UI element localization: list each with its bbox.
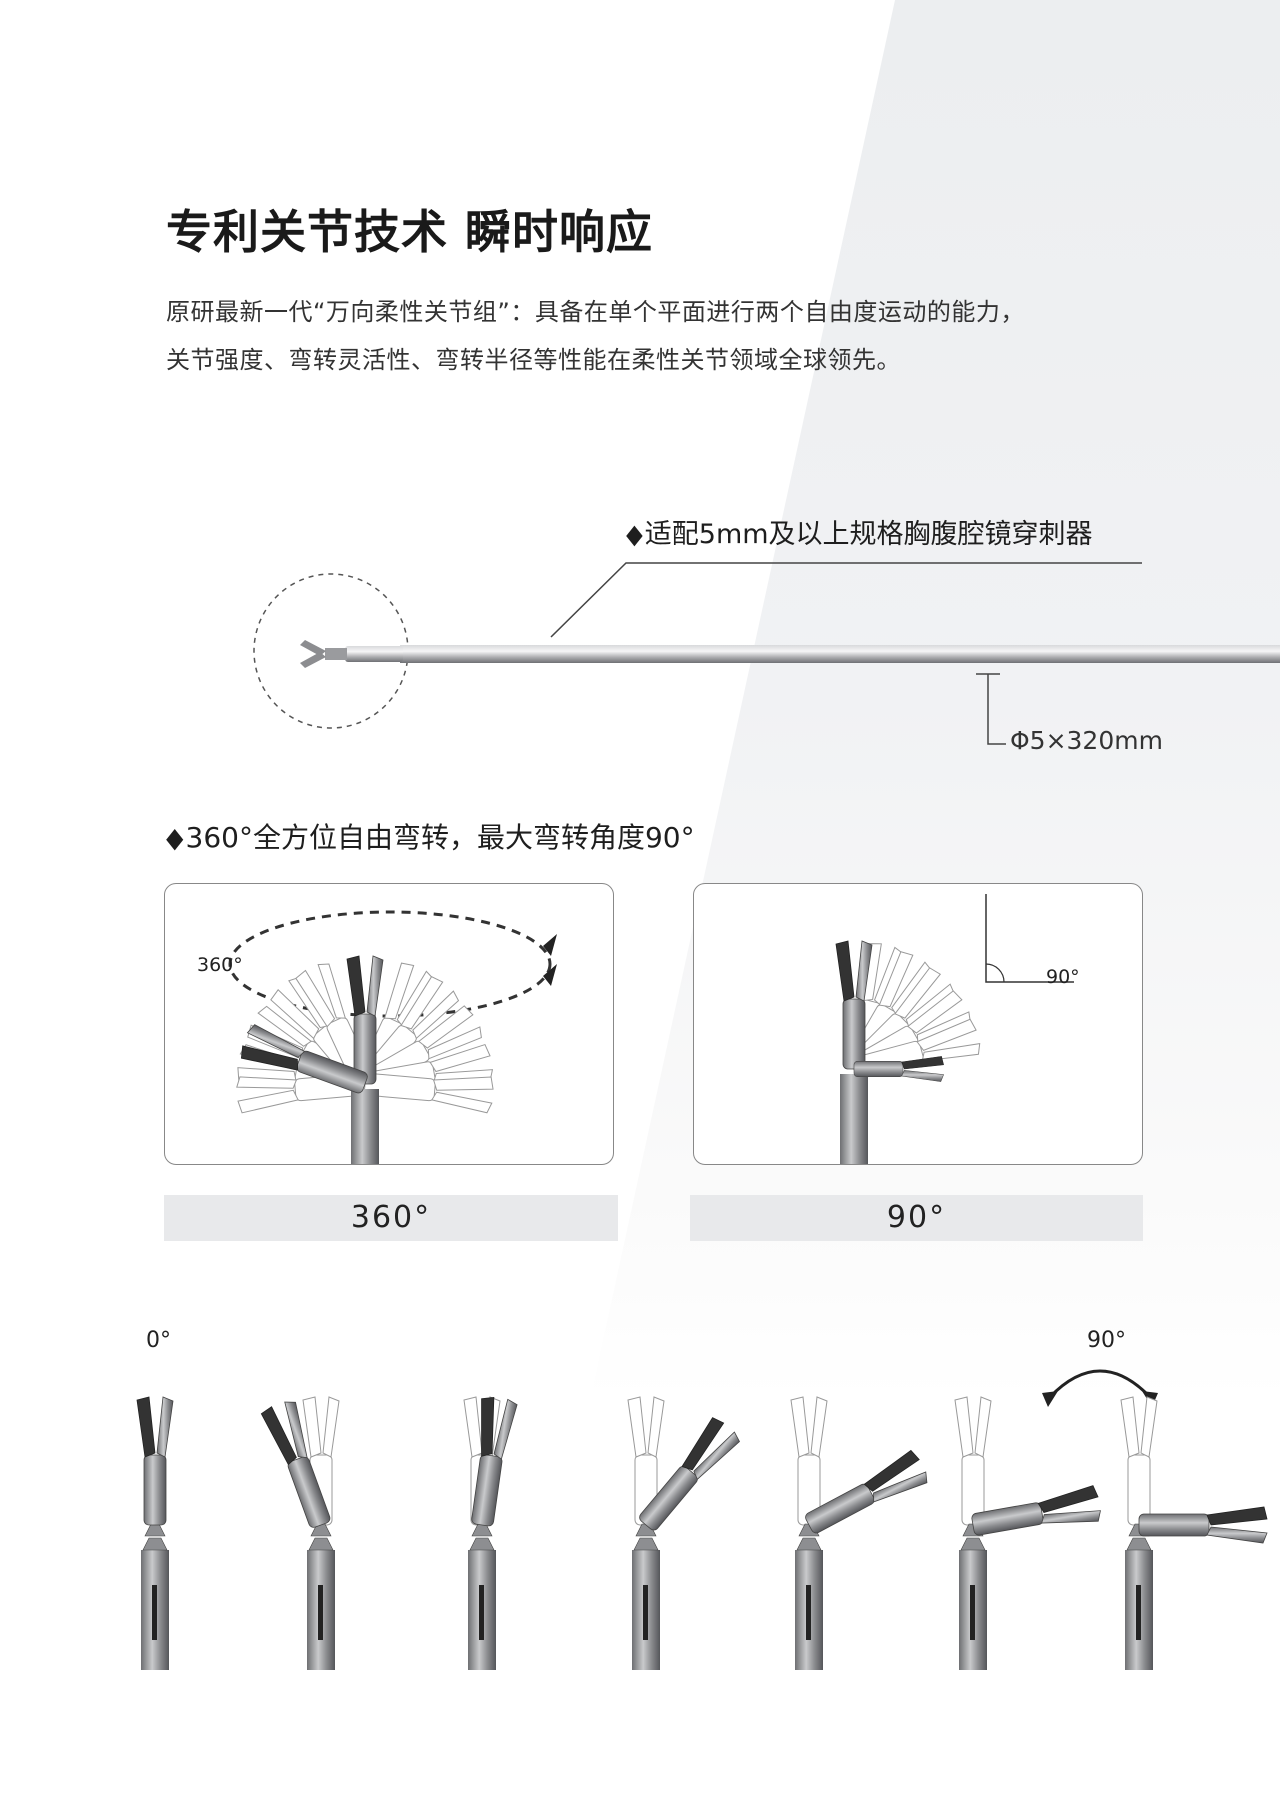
- bend-90-card: 90°: [693, 883, 1143, 1165]
- instrument-overview-drawing: [253, 562, 1280, 745]
- description-line-2: 关节强度、弯转灵活性、弯转半径等性能在柔性关节领域全球领先。: [166, 346, 901, 374]
- bend-step-0-instrument: [136, 1396, 174, 1670]
- bend-step-4-instrument: [790, 1396, 928, 1670]
- bend-step-1-instrument: [260, 1396, 340, 1670]
- trocar-note-text: 适配5mm及以上规格胸腹腔镜穿刺器: [644, 519, 1093, 550]
- rotation-360-inner-label: 360°: [197, 954, 243, 976]
- rotation-360-illustration: [228, 910, 557, 1164]
- sequence-start-label: 0°: [146, 1328, 171, 1353]
- rotation-heading-text: 360°全方位自由弯转，最大弯转角度90°: [185, 821, 695, 854]
- bend-90-illustration: [835, 894, 1074, 1164]
- diamond-bullet-icon: ◆: [166, 821, 184, 854]
- bend-step-5-instrument: [954, 1396, 1101, 1670]
- rotation-360-caption: 360°: [164, 1195, 618, 1241]
- bend-step-6-instrument: [1120, 1396, 1268, 1670]
- description-line-1: 原研最新一代“万向柔性关节组”：具备在单个平面进行两个自由度运动的能力，: [166, 298, 1025, 326]
- bend-step-2-instrument: [463, 1396, 518, 1670]
- dimension-marker: [976, 673, 1006, 745]
- sequence-end-label: 90°: [1087, 1328, 1126, 1353]
- bend-90-caption: 90°: [690, 1195, 1143, 1241]
- rotation-heading: ◆360°全方位自由弯转，最大弯转角度90°: [164, 816, 695, 856]
- rotation-360-card: 360°: [164, 883, 614, 1165]
- callout-line: [550, 562, 1142, 638]
- diamond-bullet-icon: ◆: [626, 519, 643, 550]
- page-title: 专利关节技术 瞬时响应: [166, 205, 654, 259]
- bend-step-3-instrument: [627, 1396, 740, 1670]
- shaft: [400, 645, 1280, 663]
- bend-90-inner-label: 90°: [1046, 966, 1080, 988]
- trocar-note: ◆适配5mm及以上规格胸腹腔镜穿刺器: [624, 512, 1093, 551]
- instrument-tip-icon: [300, 640, 403, 668]
- dimension-label: Φ5×320mm: [1010, 726, 1163, 755]
